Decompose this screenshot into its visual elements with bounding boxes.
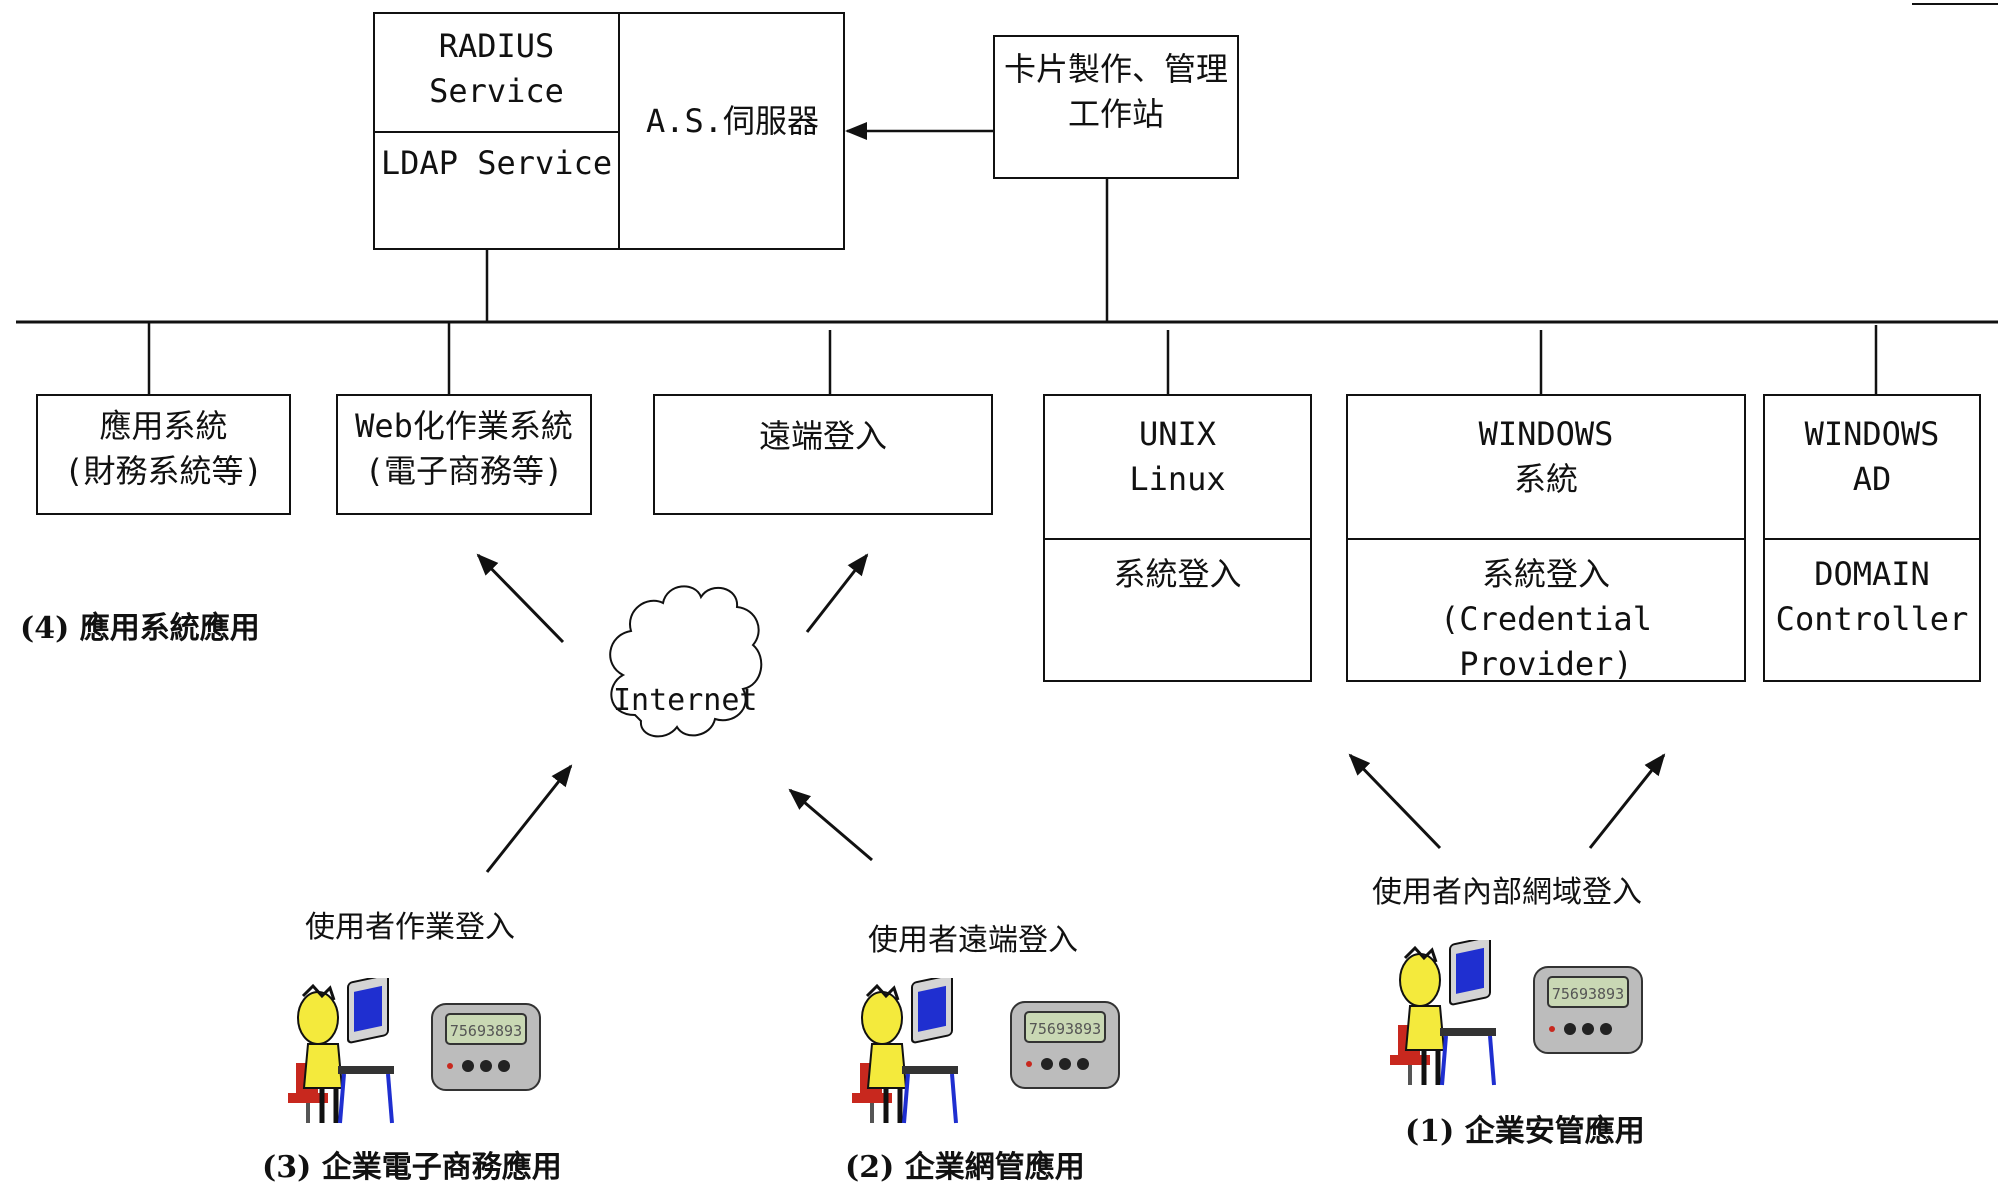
system-web: Web化作業系統 (電子商務等) [336, 394, 592, 515]
system-unix-label: UNIX Linux [1045, 396, 1310, 538]
auth-server-block: RADIUS Service LDAP Service A.S.伺服器 [373, 12, 845, 250]
ldap-service: LDAP Service [380, 144, 613, 182]
system-windows-label: WINDOWS 系統 [1348, 396, 1744, 538]
token-display: 75693893 [1029, 1020, 1101, 1038]
system-unix: UNIX Linux 系統登入 [1043, 394, 1312, 682]
card-management-station: 卡片製作、管理 工作站 [993, 35, 1239, 179]
user-station-netmgmt: 75693893 [842, 968, 1132, 1148]
caption-user-remote-login: 使用者遠端登入 [868, 923, 1078, 958]
arrow-to-remote [805, 553, 869, 633]
system-windows-ad: WINDOWS AD DOMAIN Controller [1763, 394, 1981, 682]
system-remote: 遠端登入 [653, 394, 993, 515]
user-station-security: 75693893 [1380, 935, 1670, 1115]
internet-label: Internet [613, 683, 758, 718]
system-unix-line1: UNIX [1138, 415, 1217, 453]
caption-security: (1) 企業安管應用 [1405, 1114, 1645, 1149]
user-at-computer-icon [288, 978, 394, 1124]
system-web-line1: Web化作業系統 [355, 407, 573, 445]
otp-token-icon: 75693893 [1010, 1001, 1120, 1089]
system-windows-login1: 系統登入 [1481, 555, 1610, 593]
system-unix-login-text: 系統登入 [1113, 555, 1242, 593]
system-windows-line2: 系統 [1513, 459, 1578, 498]
system-unix-line2: Linux [1129, 459, 1226, 498]
user-at-computer-icon [1390, 940, 1496, 1086]
system-windows: WINDOWS 系統 系統登入 (Credential Provider) [1346, 394, 1746, 683]
caption-user-domain-login: 使用者內部網域登入 [1372, 875, 1642, 910]
system-windows-line1: WINDOWS [1478, 415, 1614, 453]
internet-cloud [609, 585, 763, 738]
arrow-to-web [476, 553, 565, 644]
arrow-user2-to-internet [788, 788, 873, 862]
system-windows-ad-line2: AD [1852, 459, 1892, 498]
system-windows-ad-dc2: Controller [1775, 599, 1969, 638]
arrow-user1-to-unix [1348, 753, 1442, 850]
token-display: 75693893 [450, 1022, 522, 1040]
system-windows-login: 系統登入 (Credential Provider) [1348, 538, 1744, 683]
system-remote-label: 遠端登入 [655, 396, 991, 513]
radius-service: RADIUS Service [429, 27, 564, 110]
system-web-label: Web化作業系統 (電子商務等) [338, 396, 590, 513]
system-app-line1: 應用系統 [99, 407, 228, 445]
user-at-computer-icon [852, 978, 958, 1124]
system-unix-login: 系統登入 [1045, 538, 1310, 680]
system-windows-ad-dc: DOMAIN Controller [1765, 538, 1979, 680]
system-app: 應用系統 (財務系統等) [36, 394, 291, 515]
system-windows-ad-label: WINDOWS AD [1765, 396, 1979, 538]
otp-token-icon: 75693893 [431, 1003, 541, 1091]
card-station-line2: 工作站 [1067, 94, 1164, 133]
caption-app-usage: (4) 應用系統應用 [20, 611, 260, 646]
system-remote-line1: 遠端登入 [758, 417, 887, 455]
caption-netmgmt: (2) 企業網管應用 [845, 1150, 1085, 1185]
system-windows-login2: (Credential Provider) [1440, 599, 1652, 683]
arrow-user3-to-internet [485, 764, 573, 873]
card-station-line1: 卡片製作、管理 [1003, 50, 1228, 88]
arrow-user1-to-windows [1588, 753, 1666, 849]
token-display: 75693893 [1552, 985, 1624, 1003]
caption-user-work-login: 使用者作業登入 [305, 910, 515, 945]
card-station-label: 卡片製作、管理 工作站 [995, 37, 1237, 177]
system-windows-ad-line1: WINDOWS [1804, 415, 1940, 453]
user-station-ecommerce: 75693893 [278, 968, 568, 1148]
system-web-line2: (電子商務等) [364, 451, 564, 490]
as-server: A.S.伺服器 [645, 101, 820, 140]
caption-ecommerce: (3) 企業電子商務應用 [262, 1150, 562, 1185]
system-app-label: 應用系統 (財務系統等) [38, 396, 289, 513]
system-windows-ad-dc1: DOMAIN [1814, 555, 1930, 593]
otp-token-icon: 75693893 [1533, 966, 1643, 1054]
system-app-line2: (財務系統等) [64, 451, 263, 490]
